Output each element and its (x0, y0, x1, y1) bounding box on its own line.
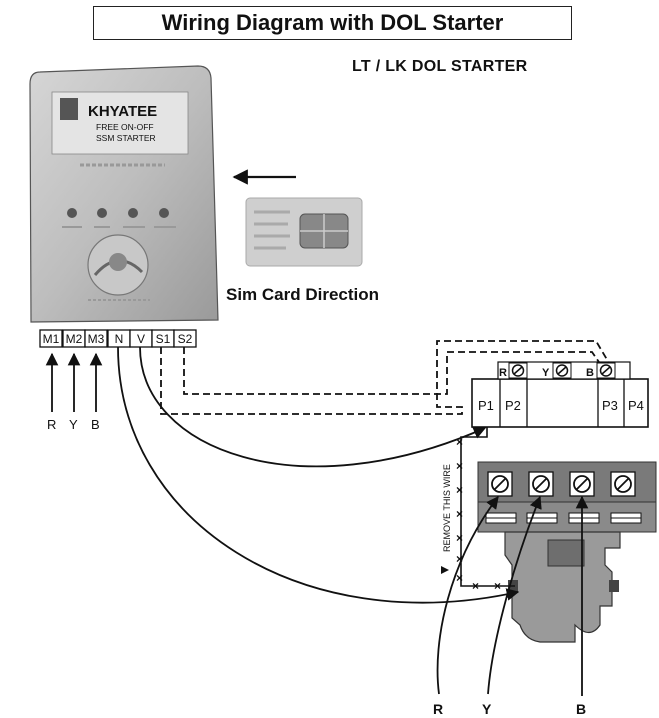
screw-icon (552, 362, 572, 379)
contactor (477, 461, 657, 643)
svg-text:×: × (456, 571, 463, 585)
brand-logo-icon (60, 98, 78, 120)
emblem-seal-icon (87, 234, 149, 296)
ssm-starter-device: KHYATEE FREE ON-OFF SSM STARTER (29, 65, 219, 323)
p1-label: P1 (478, 398, 494, 413)
device-brand: KHYATEE (88, 103, 157, 120)
pu-top-label-r: R (499, 367, 507, 379)
svg-text:×: × (494, 579, 501, 593)
neutral-voltage-wires (117, 346, 520, 604)
output-label-y: Y (482, 701, 492, 717)
pu-top-label-b: B (586, 367, 594, 379)
pointer-arrow-icon (441, 566, 449, 574)
output-label-r: R (433, 701, 443, 717)
pu-top-label-y: Y (542, 367, 550, 379)
terminal-label-m3: M3 (88, 332, 105, 346)
svg-text:×: × (456, 483, 463, 497)
svg-text:×: × (456, 459, 463, 473)
terminal-box (84, 329, 108, 348)
p4-label: P4 (628, 398, 644, 413)
svg-text:×: × (456, 435, 463, 449)
output-label-b: B (576, 701, 586, 717)
terminal-label-n: N (115, 332, 124, 346)
diagram-title: Wiring Diagram with DOL Starter (93, 6, 572, 40)
sim-card-caption: Sim Card Direction (226, 285, 380, 304)
screw-icon (528, 471, 554, 497)
screw-icon (610, 471, 636, 497)
p3-label: P3 (602, 398, 618, 413)
svg-text:×: × (456, 507, 463, 521)
input-label-r: R (47, 417, 56, 432)
screw-icon (487, 471, 513, 497)
terminal-label-s2: S2 (178, 332, 193, 346)
terminal-label-m1: M1 (43, 332, 60, 346)
sensor-wires-dashed (160, 340, 613, 415)
remove-wire-note: REMOVE THIS WIRE (442, 464, 452, 552)
output-wires (436, 495, 589, 696)
terminal-box (39, 329, 63, 348)
terminal-label-v: V (137, 332, 145, 346)
diagram-subtitle: LT / LK DOL STARTER (352, 58, 528, 75)
remove-wire-marker: × × × × × × × × × REMOVE THIS WIRE (441, 427, 515, 593)
indicator-lamps (62, 208, 176, 228)
svg-text:×: × (472, 579, 479, 593)
device-line2: SSM STARTER (96, 133, 156, 143)
svg-text:×: × (456, 531, 463, 545)
sim-card-graphic (232, 169, 363, 267)
screw-icon (596, 362, 616, 379)
svg-text:×: × (456, 552, 463, 566)
terminal-box (173, 329, 197, 348)
input-label-b: B (91, 417, 100, 432)
p2-label: P2 (505, 398, 521, 413)
terminal-label-m2: M2 (66, 332, 83, 346)
terminal-label-s1: S1 (156, 332, 171, 346)
phase-input-arrows: R Y B (45, 352, 103, 432)
screw-icon (508, 362, 528, 379)
protection-unit: P1 P2 P3 P4 R Y B (471, 361, 649, 428)
input-label-y: Y (69, 417, 78, 432)
device-line1: FREE ON-OFF (96, 122, 154, 132)
screw-icon (569, 471, 595, 497)
